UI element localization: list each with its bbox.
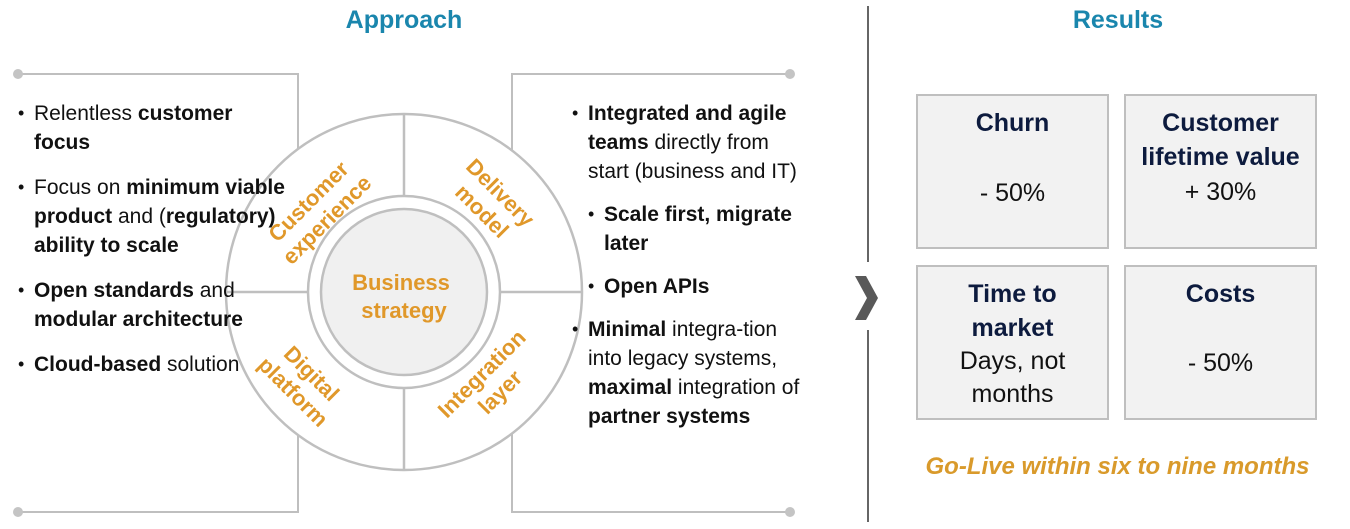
bullet-text-bold: regulatory): [165, 205, 276, 228]
result-card-customer-lifetime-value: Customer lifetime value + 30%: [1124, 94, 1317, 249]
bullet-text-bold: Open APIs: [604, 275, 710, 298]
result-metric: Customer lifetime value: [1141, 109, 1300, 171]
left-bullet-item: Focus on minimum viable product and (reg…: [18, 173, 288, 260]
center-disk: [319, 207, 489, 377]
bullet-text-bold: Cloud-based: [34, 353, 162, 376]
result-value: + 30%: [1184, 178, 1257, 206]
bullet-text-bold: Open standards: [34, 279, 194, 302]
left-bullet-list: Relentless customer focusFocus on minimu…: [18, 99, 288, 395]
bullet-text: directly from start (business and IT): [588, 131, 797, 183]
result-value: - 50%: [979, 179, 1046, 207]
result-value: - 50%: [1187, 349, 1254, 377]
result-card-time-to-market: Time to market Days, not months: [916, 265, 1109, 420]
left-bracket: [18, 73, 299, 513]
right-bullet-item: Scale first, migrate later: [588, 200, 812, 258]
bullet-text-bold: customer focus: [34, 102, 233, 154]
result-card-churn: Churn - 50%: [916, 94, 1109, 249]
bullet-text-bold: modular architecture: [34, 308, 243, 331]
left-bracket-top-dot: [13, 69, 23, 79]
right-bracket-top-dot: [785, 69, 795, 79]
left-bullet-item: Open standards and modular architecture: [18, 276, 288, 334]
bullet-text-bold: maximal: [588, 376, 673, 399]
result-value: Days, not months: [959, 347, 1066, 408]
left-bracket-bottom-dot: [13, 507, 23, 517]
bullet-text: Relentless: [34, 102, 138, 125]
result-metric: Churn: [975, 109, 1050, 137]
bullet-text-bold: partner systems: [588, 405, 751, 428]
right-bracket: [511, 73, 790, 513]
bullet-text: solution: [161, 353, 240, 376]
result-card-costs: Costs - 50%: [1124, 265, 1317, 420]
bullet-text: and (: [112, 205, 166, 228]
bullet-text: integra-tion into legacy systems,: [588, 318, 778, 370]
left-bullet-item: Cloud-based solution: [18, 350, 288, 379]
approach-heading: Approach: [345, 6, 463, 34]
bullet-text-bold: Integrated and agile teams: [588, 102, 787, 154]
center-label-line1: Business: [352, 270, 450, 295]
bullet-text: Focus on: [34, 176, 127, 199]
bullet-text: and: [193, 279, 235, 302]
right-bullet-item: Integrated and agile teams directly from…: [572, 99, 812, 186]
result-metric: Costs: [1185, 280, 1256, 308]
bullet-text-bold: minimum viable product: [34, 176, 285, 228]
bullet-text-bold: ability to scale: [34, 234, 179, 257]
chevron-right-icon: [855, 276, 878, 320]
strategy-wheel-diagram: Business strategy Customer experience De…: [13, 69, 795, 517]
left-bullet-item: Relentless customer focus: [18, 99, 288, 157]
center-label-line2: strategy: [361, 298, 447, 323]
right-bullet-item: Minimal integra-tion into legacy systems…: [572, 315, 812, 431]
go-live-statement: Go-Live within six to nine months: [925, 453, 1310, 480]
result-metric: Time to market: [968, 280, 1057, 342]
results-heading: Results: [1072, 6, 1164, 34]
section-divider-bottom: [867, 330, 869, 522]
right-bullet-list: Integrated and agile teams directly from…: [572, 99, 812, 445]
bullet-text-bold: Minimal: [588, 318, 667, 341]
right-bracket-bottom-dot: [785, 507, 795, 517]
right-bullet-item: Open APIs: [588, 272, 812, 301]
bullet-text-bold: Scale first, migrate later: [604, 203, 792, 255]
bullet-text: integration of: [672, 376, 800, 399]
section-divider-top: [867, 6, 869, 262]
